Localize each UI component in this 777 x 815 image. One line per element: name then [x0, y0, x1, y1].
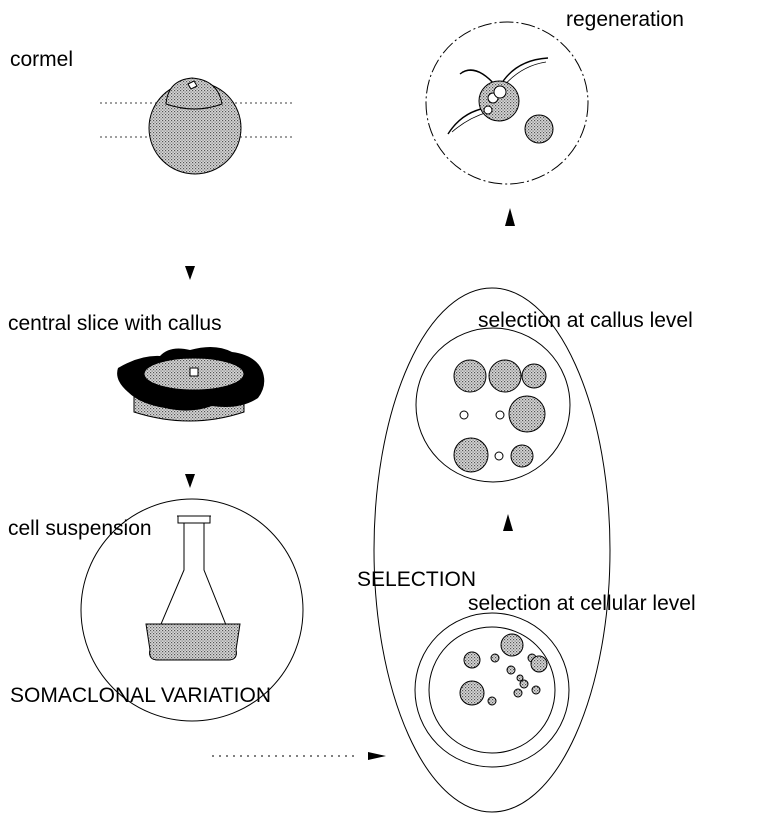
arrow-down-icon	[185, 266, 195, 280]
cell-suspension-label: cell suspension	[8, 517, 152, 540]
somaclonal-variation-label: SOMACLONAL VARIATION	[10, 684, 271, 707]
arrow-right-icon	[212, 752, 386, 760]
cellular-selection-label: selection at cellular level	[468, 592, 696, 615]
regeneration-label: regeneration	[566, 8, 684, 31]
callus-slice-illustration	[117, 347, 264, 421]
arrow-up-icon	[503, 514, 513, 531]
regeneration-dish	[426, 22, 588, 184]
arrow-down-icon	[185, 474, 195, 488]
cormel-illustration	[100, 78, 292, 174]
cormel-label: cormel	[10, 48, 73, 71]
callus-selection-label: selection at callus level	[478, 309, 693, 332]
central-slice-label: central slice with callus	[8, 312, 222, 335]
cellular-selection-dish	[415, 613, 569, 767]
arrow-up-icon	[505, 208, 515, 226]
callus-selection-dish	[416, 328, 570, 482]
selection-label: SELECTION	[357, 568, 476, 591]
